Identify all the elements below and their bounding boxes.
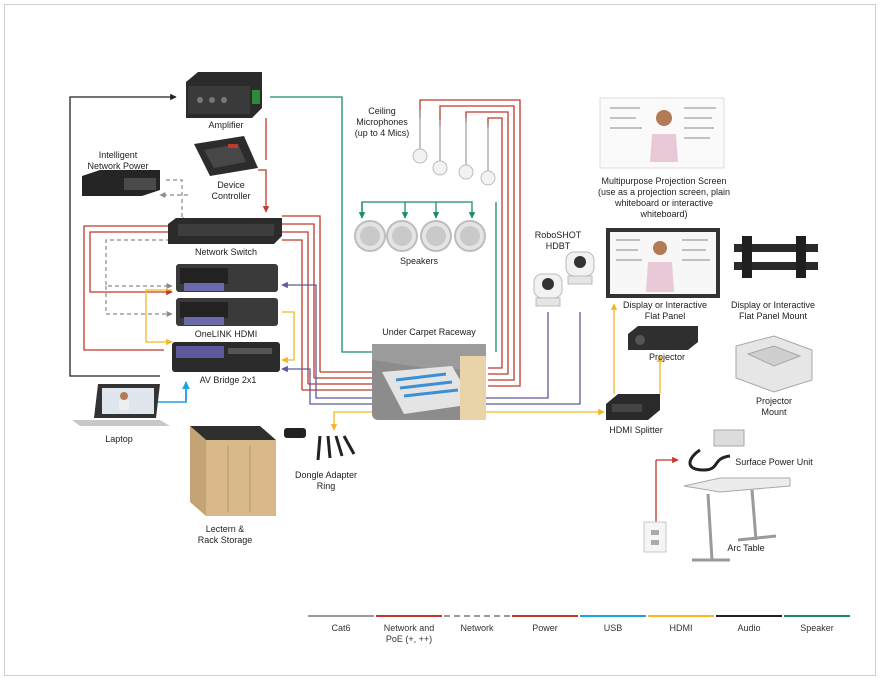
legend-label: HDMI [669, 623, 693, 633]
roboshot-cameras [533, 251, 595, 307]
projector-device [628, 326, 698, 350]
legend-label: USB [603, 623, 623, 633]
flat-panel-mount-label: Display or Interactive Flat Panel Mount [730, 300, 816, 321]
onelink-hdmi-devices [176, 264, 278, 326]
legend-label: Cat6 [331, 623, 351, 633]
legend-label: Power [532, 623, 558, 633]
projection-screen [599, 97, 725, 169]
projection-screen-label: Multipurpose Projection Screen (use as a… [597, 176, 731, 219]
hdmi-lines [145, 289, 664, 431]
legend-swatch [580, 615, 646, 617]
flat-panel-label: Display or Interactive Flat Panel [622, 300, 708, 321]
laptop-device [72, 384, 170, 426]
legend-item-network: Network [442, 615, 512, 634]
surface-power-label: Surface Power Unit [735, 457, 813, 467]
projector-label: Projector [648, 352, 685, 362]
surface-power-unit [688, 429, 745, 472]
network-switch-device [168, 218, 282, 244]
legend-swatch [376, 615, 442, 617]
laptop-label: Laptop [105, 434, 133, 444]
av-bridge-label: AV Bridge 2x1 [199, 375, 257, 385]
lectern-label: Lectern & Rack Storage [197, 524, 253, 545]
legend-swatch [444, 615, 510, 617]
power-lines [83, 99, 679, 522]
legend-label: Network [460, 623, 494, 633]
amplifier-label: Amplifier [208, 120, 244, 130]
network-switch-label: Network Switch [194, 247, 257, 257]
ceiling-mics-label: Ceiling Microphones (up to 4 Mics) [354, 106, 410, 138]
legend-swatch [308, 615, 374, 617]
legend-swatch [716, 615, 782, 617]
dongle-ring-label: Dongle Adapter Ring [294, 470, 358, 491]
legend-label: Speaker [800, 623, 834, 633]
legend-item-audio: Audio [714, 615, 784, 634]
roboshot-label: RoboSHOT HDBT [534, 230, 582, 251]
device-controller-label: Device Controller [211, 180, 251, 201]
network-lines [105, 179, 189, 317]
legend-swatch [648, 615, 714, 617]
projector-mount [735, 335, 813, 393]
legend-label: Network and PoE (+, ++) [383, 623, 435, 644]
legend-swatch [512, 615, 578, 617]
audio-lines [69, 93, 177, 377]
amplifier-device [186, 72, 262, 118]
projector-mount-label: Projector Mount [755, 396, 792, 417]
legend-label: Audio [737, 623, 761, 633]
legend-swatch [784, 615, 850, 617]
hdmi-splitter-device [606, 394, 660, 420]
under-carpet-label: Under Carpet Raceway [382, 327, 476, 337]
wall-outlet [643, 521, 667, 553]
dongle-adapter-ring [284, 428, 356, 461]
onelink-hdmi-label: OneLINK HDMI [194, 329, 258, 339]
device-controller-device [194, 136, 258, 176]
intelligent-power-label: Intelligent Network Power [87, 150, 149, 171]
speaker-lines [270, 96, 497, 353]
cat6-lines [281, 281, 581, 405]
legend-item-power: Power [510, 615, 580, 634]
legend-item-speaker: Speaker [782, 615, 852, 634]
arc-table-label: Arc Table [727, 543, 765, 553]
intelligent-network-power-device [82, 170, 160, 196]
legend-item-cat6: Cat6 [306, 615, 376, 634]
diagram-frame [4, 4, 876, 676]
flat-panel-mount [734, 236, 818, 278]
speakers-label: Speakers [399, 256, 439, 266]
hdmi-splitter-label: HDMI Splitter [609, 425, 663, 435]
speakers-group [354, 220, 486, 252]
legend-item-usb: USB [578, 615, 648, 634]
legend-item-network-poe: Network and PoE (+, ++) [374, 615, 444, 645]
arc-table [683, 477, 791, 562]
flat-panel-display [606, 228, 720, 298]
legend-item-hdmi: HDMI [646, 615, 716, 634]
ceiling-microphones [412, 110, 496, 186]
av-bridge-device [172, 342, 280, 372]
lectern-cabinet [190, 426, 276, 516]
under-carpet-raceway [372, 344, 486, 420]
